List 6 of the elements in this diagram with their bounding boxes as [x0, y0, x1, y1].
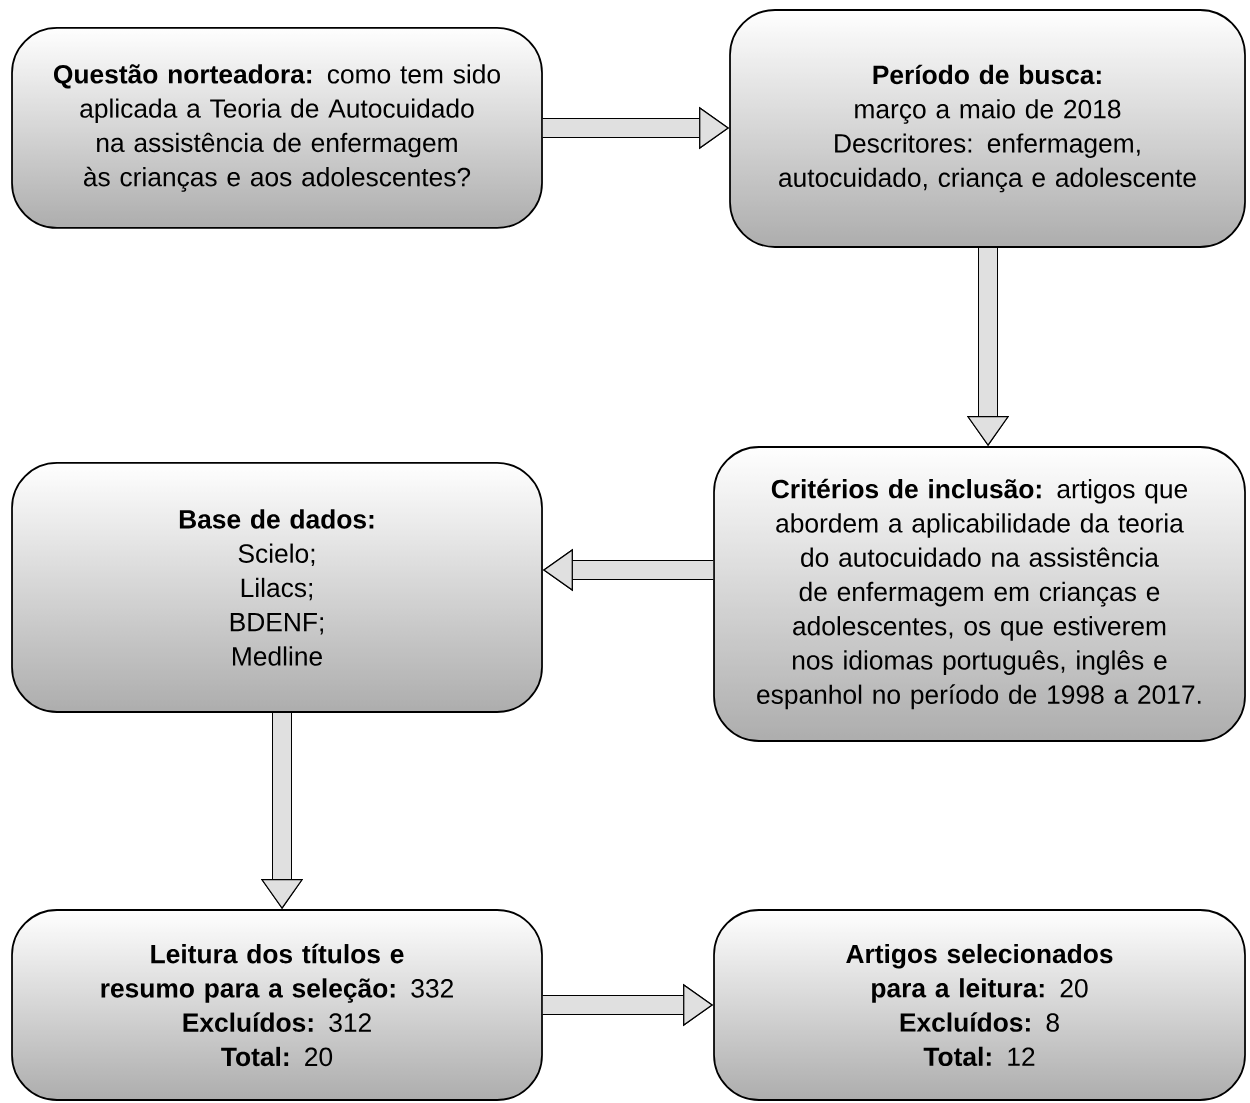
process-box: Artigos selecionados para a leitura: 20 Excluídos: 8 Total: 12 — [713, 909, 1246, 1101]
process-box: Questão norteadora: como tem sido aplicada a Teoria de Autocuidado na assistência de enfermagem às crianças e aos adolescentes? — [11, 27, 543, 229]
process-box: Leitura dos títulos e resumo para a seleção: 332 Excluídos: 312 Total: 20 — [11, 909, 543, 1101]
process-box: Critérios de inclusão: artigos que abordem a aplicabilidade da teoria do autocuidado na assistência de enfermagem em crianças e adolescentes, os que estiverem nos idiomas português, inglês e espanhol no período de 1998 a 2017. — [713, 446, 1246, 742]
process-box: Base de dados: Scielo; Lilacs; BDENF; Medline — [11, 462, 543, 713]
process-box: Período de busca: março a maio de 2018 Descritores: enfermagem, autocuidado, criança e adolescente — [729, 9, 1246, 248]
